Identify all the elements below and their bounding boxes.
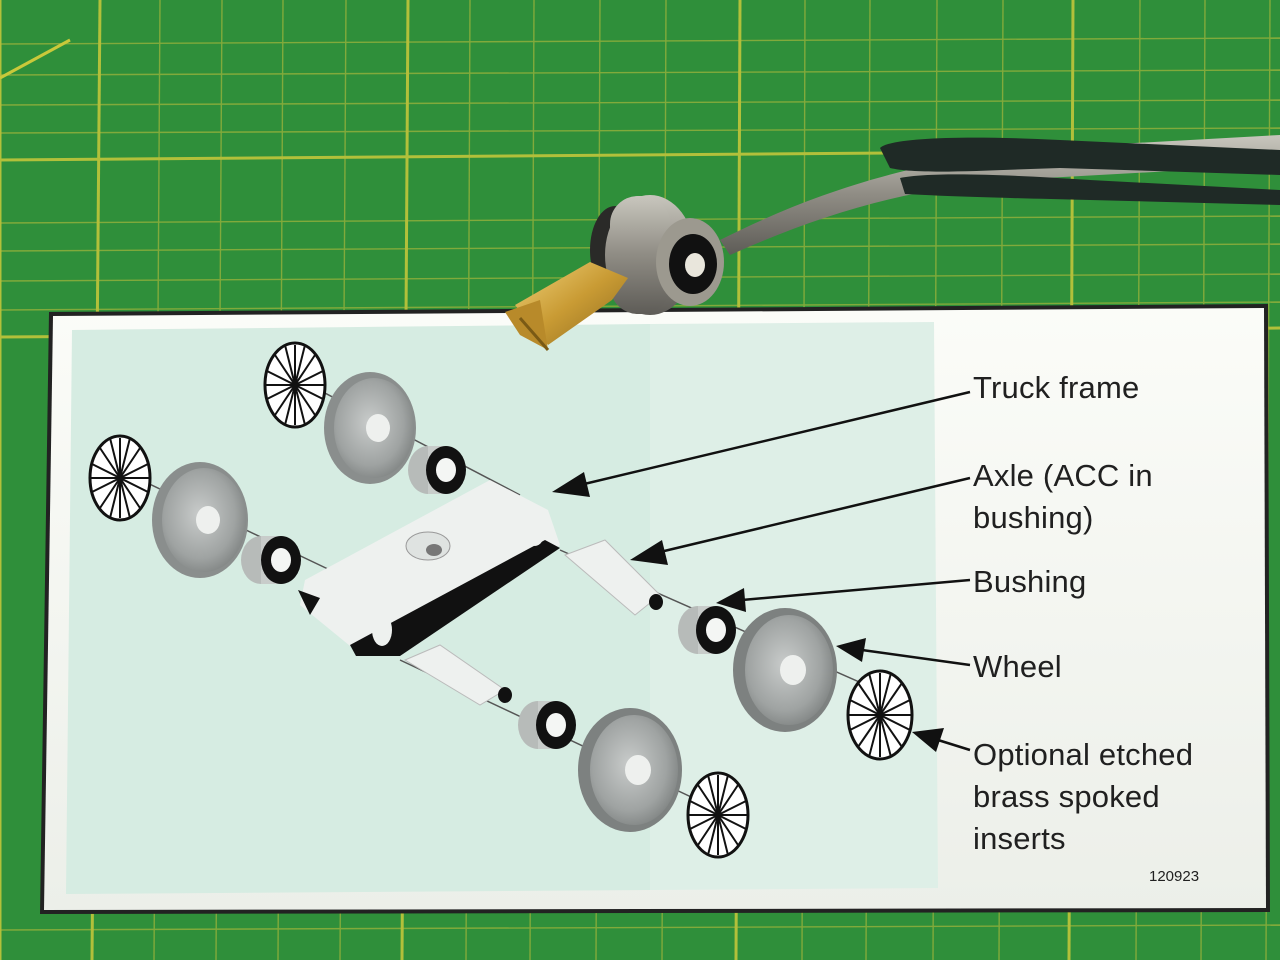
bushing-icon xyxy=(241,536,301,584)
label-bushing: Bushing xyxy=(973,561,1086,603)
label-text: Truck frame xyxy=(973,370,1140,405)
callout-arrows xyxy=(552,390,971,752)
axle-icon xyxy=(403,644,512,706)
label-text: brass spoked xyxy=(973,779,1160,814)
wheel-icon xyxy=(324,372,416,484)
assembled-truck-icon xyxy=(505,195,724,351)
label-text: Bushing xyxy=(973,564,1087,599)
label-text: bushing) xyxy=(973,500,1094,535)
truck-frame-icon xyxy=(298,480,560,656)
spoked-insert-icon xyxy=(88,434,152,522)
label-axle: Axle (ACC in bushing) xyxy=(973,455,1153,539)
bushing-icon xyxy=(678,606,736,654)
tweezers-icon xyxy=(720,135,1280,255)
spoked-insert-icon xyxy=(686,771,750,859)
label-truck-frame: Truck frame xyxy=(973,367,1139,409)
spoked-insert-icon xyxy=(846,669,914,761)
axle-icon xyxy=(564,539,663,616)
label-text: Wheel xyxy=(973,649,1062,684)
part-code: 120923 xyxy=(1149,868,1200,885)
label-spoked-inserts: Optional etched brass spoked inserts xyxy=(973,734,1193,860)
exploded-truck-diagram xyxy=(88,341,914,859)
wheel-icon xyxy=(578,708,682,832)
bushing-icon xyxy=(408,446,466,494)
wheel-icon xyxy=(152,462,248,578)
wheel-icon xyxy=(733,608,837,732)
spoked-insert-icon xyxy=(263,341,327,429)
label-text: Optional etched xyxy=(973,737,1194,772)
label-text: Axle (ACC in xyxy=(973,458,1153,493)
label-text: inserts xyxy=(973,821,1066,856)
bushing-icon xyxy=(518,701,576,749)
label-wheel: Wheel xyxy=(973,646,1062,688)
